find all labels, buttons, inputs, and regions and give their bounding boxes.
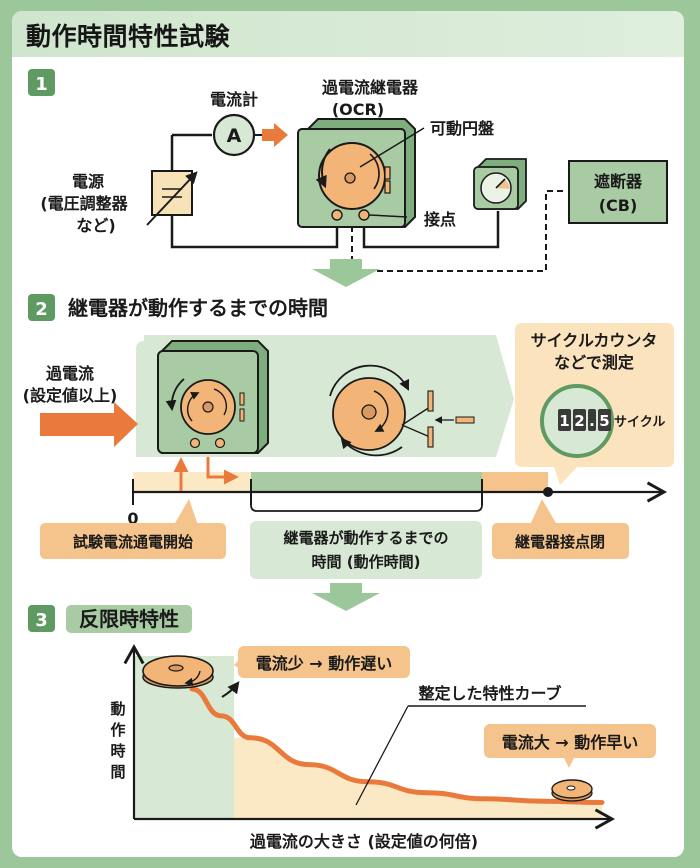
section-1: 1 電源 (電圧調整器 など) 電流計 A 過電流継電器 (OCR) <box>28 69 668 272</box>
high-current-note: 電流大 → 動作早い <box>502 733 639 752</box>
y-axis-label: 動作時間 <box>110 700 125 781</box>
start-label: 試験電流通電開始 <box>73 533 193 551</box>
counter-unit: サイクル <box>614 415 665 430</box>
y-axis-label-char: 間 <box>110 763 125 781</box>
contact-close-point <box>543 487 553 497</box>
operating-time-label: 継電器が動作するまでの <box>283 529 448 547</box>
ammeter-label: 電流計 <box>210 90 258 109</box>
curve-label: 整定した特性カーブ <box>417 684 561 703</box>
ammeter-symbol: A <box>227 125 242 147</box>
page-title: 動作時間特性試験 <box>26 22 231 51</box>
counter-digit: 2 <box>574 412 584 430</box>
contact-right-icon <box>358 209 370 221</box>
low-current-note: 電流少 → 動作遅い <box>256 654 393 673</box>
operating-time-label-sub: 時間 (動作時間) <box>312 553 421 571</box>
section-2-number: 2 <box>35 299 48 320</box>
y-axis-label-char: 作 <box>110 721 125 739</box>
x-axis-label: 過電流の大きさ (設定値の何倍) <box>249 832 478 851</box>
counter-label: サイクルカウンタ <box>531 331 658 350</box>
trip-signal-dashed-line <box>351 190 567 272</box>
counter-digit: . <box>589 412 595 430</box>
timeline-pre-segment <box>133 472 251 492</box>
overcurrent-label-sub: (設定値以上) <box>23 386 118 405</box>
circuit-breaker-box <box>568 160 668 224</box>
contact-close-label: 継電器接点閉 <box>515 533 605 551</box>
breaker-label-sub: (CB) <box>599 196 638 215</box>
timeline-operating-segment <box>251 472 482 492</box>
disc-label: 可動円盤 <box>430 119 495 138</box>
counter-label-sub: などで測定 <box>554 353 634 372</box>
curve-label-leader <box>355 705 409 806</box>
contact-close-label-box <box>492 523 629 559</box>
power-label: 電源 <box>72 172 104 191</box>
timeline-post-segment <box>482 472 548 492</box>
power-label-sub: (電圧調整器 <box>40 194 128 213</box>
circuit-wire-right <box>362 211 500 249</box>
relay-label-sub: (OCR) <box>332 100 384 119</box>
counter-display: 1 2 . 5 <box>558 409 611 431</box>
section-2: 2 継電器が動作するまでの時間 過電流 (設定値以上) <box>23 294 674 579</box>
flow-down-arrow-icon <box>312 259 380 287</box>
timeline-zero-label: 0 <box>127 509 138 528</box>
counter-digit: 5 <box>599 412 609 430</box>
section-3: 3 反限時特性 動作時間 過電流の大きさ (設定値の何倍) <box>28 605 656 851</box>
power-label-sub2: など) <box>76 216 115 235</box>
breaker-label: 遮断器 <box>594 172 643 191</box>
section-1-number: 1 <box>35 74 48 95</box>
diagram-canvas: 1 電源 (電圧調整器 など) 電流計 A 過電流継電器 (OCR) <box>23 69 674 851</box>
y-axis-label-char: 時 <box>110 742 125 760</box>
counter-digit: 1 <box>559 412 569 430</box>
section-3-number: 3 <box>35 610 48 631</box>
section-3-heading: 反限時特性 <box>79 607 179 631</box>
high-current-note-box <box>484 724 656 758</box>
power-source-box <box>151 170 193 216</box>
section-3-heading-box <box>66 605 192 633</box>
diagram-card: 動作時間特性試験 1 電源 (電圧調整器 など) 電流計 <box>12 11 684 857</box>
chart-area-under-curve <box>234 737 602 818</box>
contact-label: 接点 <box>424 210 456 229</box>
section-2-heading: 継電器が動作するまでの時間 <box>68 296 328 320</box>
relay-label: 過電流継電器 <box>321 78 419 97</box>
current-flow-arrow-icon <box>262 123 288 147</box>
flow-down-arrow-icon <box>312 583 380 611</box>
section-3-badge <box>28 605 55 632</box>
section-1-badge <box>28 69 55 96</box>
operating-time-box <box>250 521 482 579</box>
low-current-note-box <box>238 646 410 678</box>
y-axis-label-char: 動 <box>110 700 125 718</box>
overcurrent-label: 過電流 <box>45 364 94 383</box>
section-2-badge <box>28 294 55 321</box>
start-label-box <box>40 523 226 559</box>
rotation-arrow-icon <box>315 148 331 189</box>
overcurrent-arrow-icon <box>40 402 138 447</box>
contact-left-icon <box>331 209 343 221</box>
title-bar: 動作時間特性試験 <box>12 11 684 57</box>
slow-disc-icon <box>142 655 240 698</box>
variable-arrow-icon <box>146 171 198 226</box>
operating-time-bracket <box>250 504 483 512</box>
fast-disc-icon <box>551 779 593 802</box>
